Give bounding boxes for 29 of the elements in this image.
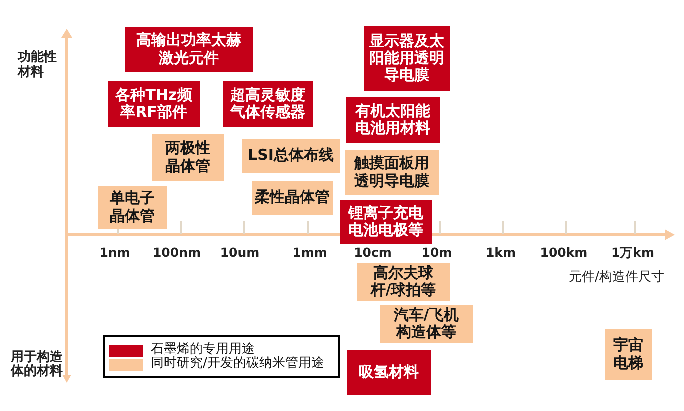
application-box: 超高灵敏度气体传感器 xyxy=(223,81,313,127)
tick-label: 1mm xyxy=(292,245,328,261)
application-box: 吸氢材料 xyxy=(347,350,431,395)
application-box: 高输出功率太赫激光元件 xyxy=(125,27,253,72)
application-box: 显示器及太阳能用透明导电膜 xyxy=(364,26,450,91)
axis-label: 功能性材料 xyxy=(18,50,58,80)
application-box: 宇宙电梯 xyxy=(605,329,652,380)
tick-label: 1nm xyxy=(100,245,130,261)
application-box: 汽车/飞机构造体等 xyxy=(380,305,473,343)
application-box: 触摸面板用透明导电膜 xyxy=(345,150,439,195)
application-box: 单电子晶体管 xyxy=(98,186,167,229)
application-box: 各种THz频率RF部件 xyxy=(108,81,200,127)
tick-label: 100nm xyxy=(152,245,202,261)
application-box: 两极性晶体管 xyxy=(152,134,224,181)
tick-label: 100km xyxy=(540,245,588,261)
legend-text: 同时研究/开发的碳纳米管用途 xyxy=(151,357,324,371)
legend-text: 石墨烯的专用用途 xyxy=(151,343,255,357)
application-box: 高尔夫球杆/球拍等 xyxy=(357,263,450,301)
tick-label: 10m xyxy=(422,245,452,261)
tick-label: 1万km xyxy=(611,245,655,261)
axis-label: 用于构造体的材料 xyxy=(11,351,64,379)
tick-label: 10um xyxy=(220,245,260,261)
application-box: 柔性晶体管 xyxy=(252,181,333,215)
application-box: 有机太阳能电池用材料 xyxy=(346,97,440,143)
application-box: LSI总体布线 xyxy=(242,139,340,173)
axis-label: 元件/构造件尺寸 xyxy=(569,270,664,286)
tick-label: 10cm xyxy=(354,245,392,261)
application-box: 锂离子充电电池电极等 xyxy=(340,200,432,244)
tick-label: 1km xyxy=(486,245,516,261)
